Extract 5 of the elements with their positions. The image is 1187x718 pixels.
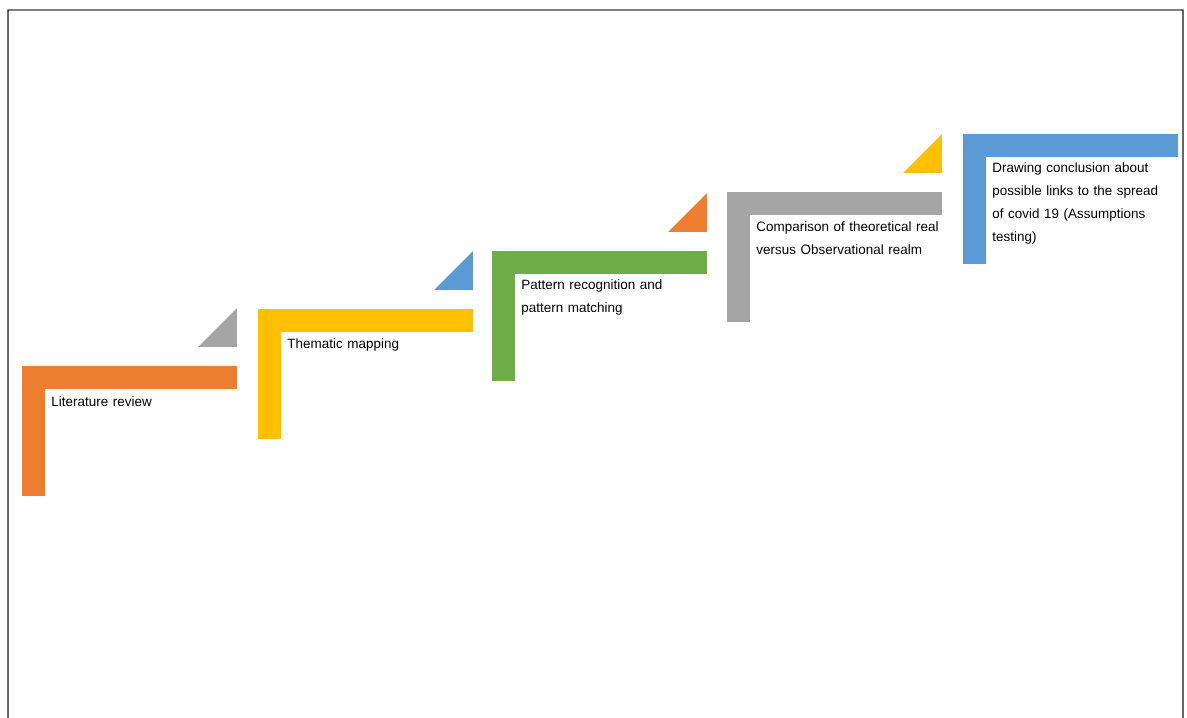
step-band: Comparison of theoretical real versus Observational realm — [727, 192, 942, 322]
step-band: Thematic mapping — [258, 309, 473, 439]
step-band: Literature review — [22, 366, 237, 496]
step-band: Drawing conclusion about possible links to the spread of covid 19 (Assumptions testing) — [963, 134, 1178, 264]
step-band: Pattern recognition and pattern matching — [492, 251, 707, 381]
